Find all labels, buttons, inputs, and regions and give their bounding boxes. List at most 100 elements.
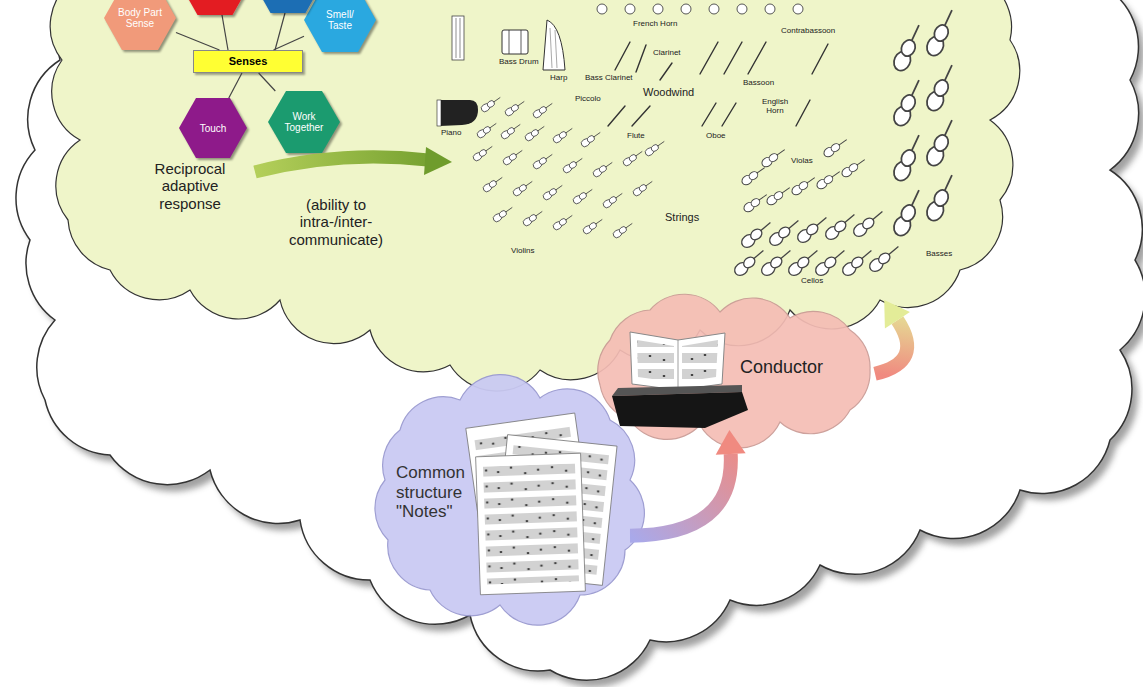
bass-drum xyxy=(502,30,528,54)
senses-box: Senses xyxy=(193,50,303,73)
instrument-label: Woodwind xyxy=(642,86,695,98)
viola xyxy=(765,184,792,207)
harp xyxy=(555,30,557,68)
violin xyxy=(552,125,575,144)
violin xyxy=(522,208,545,227)
sheet-music xyxy=(493,435,617,586)
violin xyxy=(644,138,667,157)
hexagon-shape xyxy=(104,0,176,50)
conductor-piano xyxy=(612,392,748,428)
harp xyxy=(543,20,565,70)
bass-drum xyxy=(521,30,522,54)
instrument-label: Oboe xyxy=(705,132,727,141)
connector xyxy=(229,73,242,98)
violin xyxy=(562,155,585,174)
clarinet xyxy=(636,45,646,72)
violin xyxy=(502,147,525,166)
double-bass xyxy=(924,7,959,59)
link-line xyxy=(259,73,276,91)
instrument-label: Piccolo xyxy=(574,95,602,104)
cloud-shadow xyxy=(22,0,1143,687)
instrument-label: English Horn xyxy=(757,98,793,116)
french-horns xyxy=(597,4,803,14)
sheet-staves xyxy=(501,445,609,574)
hexagon-fill xyxy=(179,98,247,158)
cello xyxy=(840,246,875,278)
violin xyxy=(472,143,495,162)
cloud-outline xyxy=(598,294,870,448)
violin xyxy=(592,159,615,178)
violin xyxy=(512,178,535,197)
cloud-shape xyxy=(380,395,630,605)
cloud-shape xyxy=(595,305,875,430)
violin xyxy=(476,120,499,139)
sense-hexagon: Smell/ Taste xyxy=(304,0,376,52)
flow-arrow xyxy=(630,454,731,536)
hexagon-fill xyxy=(268,91,340,153)
bass-drum xyxy=(509,30,510,54)
bassoon xyxy=(700,42,718,74)
score-stand xyxy=(630,332,725,390)
sense-link xyxy=(222,15,228,50)
link-line xyxy=(176,33,219,51)
sense-hexagon xyxy=(253,0,323,13)
cello xyxy=(795,213,830,245)
violin xyxy=(572,186,595,205)
hexagon-fill xyxy=(304,0,376,52)
piano-keyboard xyxy=(612,385,742,396)
connector xyxy=(259,73,276,91)
cellos xyxy=(732,207,902,278)
connector xyxy=(273,36,304,50)
sense-link xyxy=(275,13,285,50)
sense-hexagon: Work Together xyxy=(268,91,340,153)
sense-hexagon: Body Part Sense xyxy=(104,0,176,50)
sheet-music xyxy=(466,413,594,567)
shape-label: Touch xyxy=(200,123,227,134)
double-bass xyxy=(891,187,926,239)
reciprocal-arrow-head xyxy=(424,147,452,175)
violin xyxy=(504,98,527,117)
hexagon-shape xyxy=(179,98,247,158)
violin xyxy=(582,216,605,235)
flute xyxy=(608,106,625,126)
violin xyxy=(580,129,603,148)
cloud-label: Conductor xyxy=(740,357,823,378)
violas xyxy=(740,136,867,214)
instrument-label: French Horn xyxy=(632,20,678,29)
sheet-music xyxy=(476,453,586,595)
violins xyxy=(472,94,667,239)
sheet-staves xyxy=(474,424,586,556)
instrument-label: Cellos xyxy=(800,277,824,286)
violin xyxy=(532,100,555,119)
violin xyxy=(492,204,515,223)
french-horn xyxy=(653,4,663,14)
connector xyxy=(875,300,910,374)
sheet-page xyxy=(466,413,594,567)
instrument-label: Violins xyxy=(510,247,535,256)
french-horn xyxy=(597,4,607,14)
cloud-outline xyxy=(50,0,1019,391)
cello xyxy=(823,210,858,242)
french-horn xyxy=(709,4,719,14)
score-fold xyxy=(678,340,679,390)
sense-hexagon xyxy=(180,0,250,15)
chimes xyxy=(460,18,461,58)
bass-clarinet xyxy=(615,42,630,70)
double-bass xyxy=(891,22,926,74)
instrument-label: Bass Clarinet xyxy=(584,74,634,83)
score-page xyxy=(682,340,718,382)
clarinet xyxy=(660,63,672,80)
violin xyxy=(480,94,503,113)
hexagon-shape xyxy=(304,0,376,52)
instrument-label: Clarinet xyxy=(652,49,682,58)
oboe xyxy=(722,103,736,126)
woodwinds xyxy=(608,42,828,126)
piano xyxy=(440,100,478,126)
basses xyxy=(891,7,959,239)
violin xyxy=(622,148,645,167)
cello xyxy=(767,216,802,248)
